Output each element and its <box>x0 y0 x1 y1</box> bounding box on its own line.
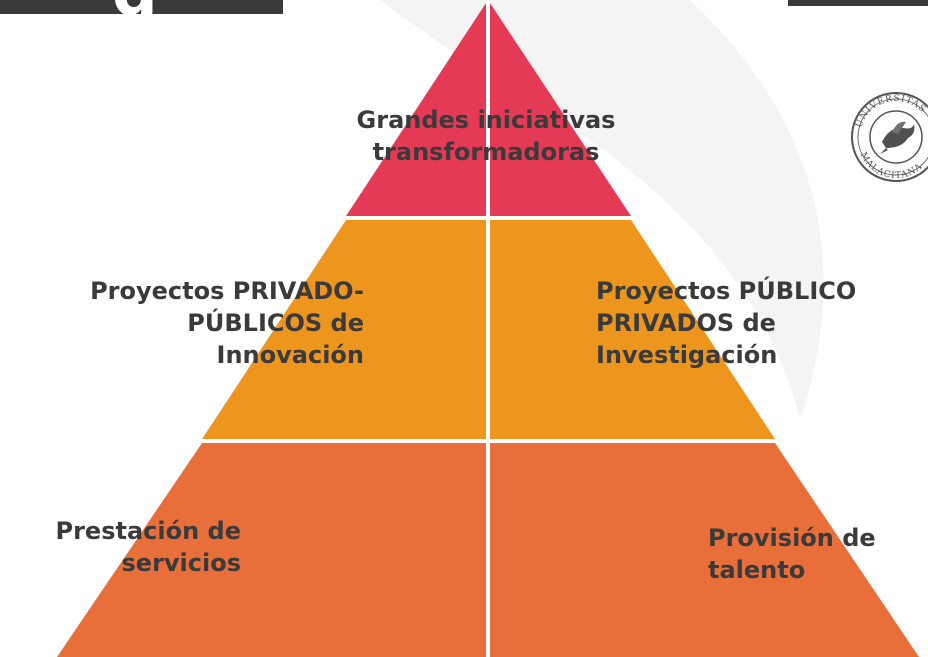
label-middle-right: Proyectos PÚBLICO PRIVADOS de Investigac… <box>596 275 928 371</box>
label-bottom-right-line2: talento <box>708 556 806 584</box>
label-bottom-left: Prestación de servicios <box>0 515 242 579</box>
label-middle-left-line1: Proyectos PRIVADO- <box>90 277 364 305</box>
label-middle-right-line1: Proyectos PÚBLICO <box>596 277 857 305</box>
university-seal-icon: UNIVERSITAS MALACITANA <box>851 92 928 182</box>
title-fragment: g <box>112 0 158 14</box>
label-middle-right-line3: Investigación <box>596 341 778 369</box>
label-top-line1: Grandes iniciativas <box>356 106 616 134</box>
label-middle-right-line2: PRIVADOS de <box>596 309 776 337</box>
label-bottom-left-line2: servicios <box>121 549 242 577</box>
label-bottom-left-line1: Prestación de <box>55 517 242 545</box>
label-middle-left-line2: PÚBLICOS de <box>187 309 364 337</box>
title-bar: g <box>0 0 283 14</box>
label-bottom-right-line1: Provisión de <box>708 524 876 552</box>
label-top-line2: transformadoras <box>372 138 600 166</box>
label-top-tier: Grandes iniciativas transformadoras <box>314 104 658 168</box>
label-bottom-right: Provisión de talento <box>708 522 923 586</box>
corner-bar <box>788 0 928 6</box>
label-middle-left-line3: Innovación <box>216 341 364 369</box>
label-middle-left: Proyectos PRIVADO- PÚBLICOS de Innovació… <box>10 275 364 371</box>
